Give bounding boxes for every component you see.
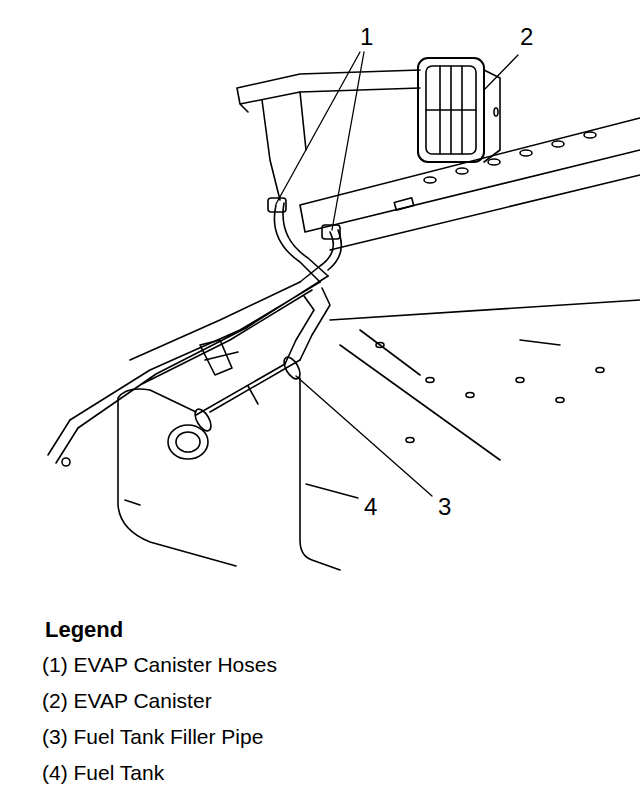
callout-number: 2	[518, 24, 535, 50]
floor-holes	[376, 343, 604, 443]
frame-rail	[300, 118, 640, 250]
callout-number: 1	[358, 24, 375, 50]
callout-number: 3	[436, 494, 453, 520]
legend-entry: (1) EVAP Canister Hoses	[42, 653, 277, 676]
legend-entry: (3) Fuel Tank Filler Pipe	[42, 725, 263, 748]
cross-member	[237, 70, 420, 112]
callout-number: 4	[362, 494, 379, 520]
fuel-tank	[118, 378, 340, 570]
legend-entry: (4) Fuel Tank	[42, 761, 164, 784]
legend-entry: (2) EVAP Canister	[42, 689, 212, 712]
leader-lines	[276, 52, 518, 498]
evap-hoses	[48, 198, 341, 466]
floor-panel	[330, 300, 640, 460]
filler-pipe	[192, 288, 330, 433]
rail-holes	[394, 132, 596, 210]
legend-heading: Legend	[45, 618, 123, 642]
bracket	[262, 92, 306, 200]
evap-canister	[418, 58, 500, 162]
